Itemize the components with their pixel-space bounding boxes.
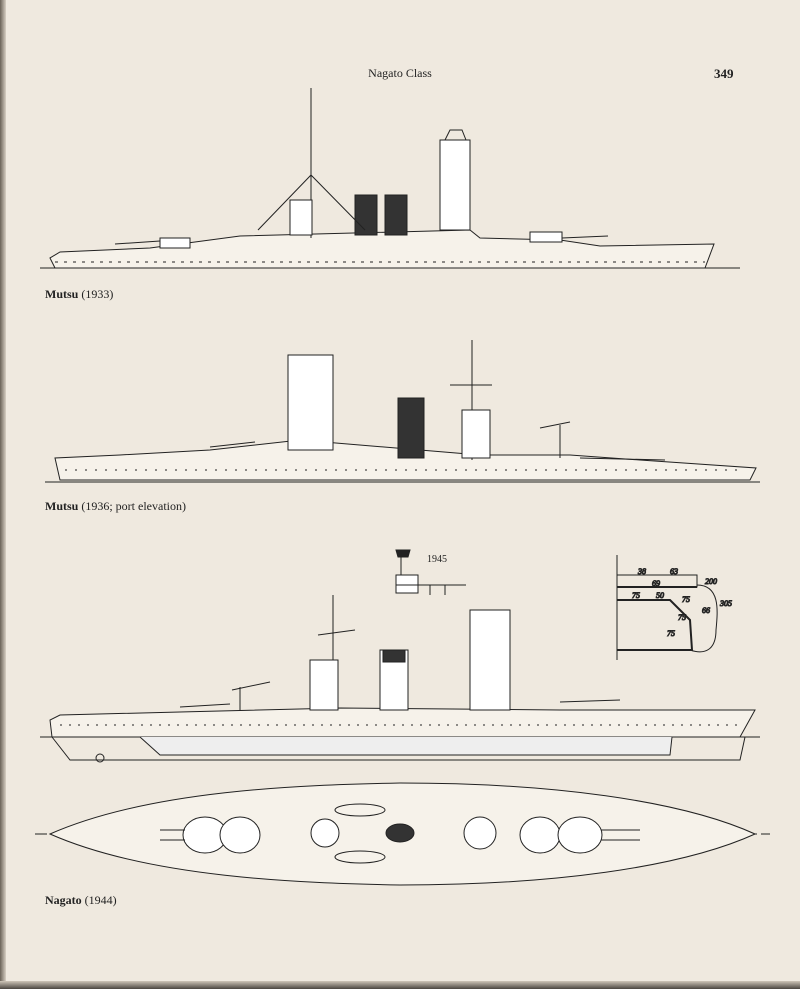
mutsu-1933-profile-drawing — [40, 88, 740, 269]
caption-nagato-1944: Nagato (1944) — [45, 893, 117, 907]
armor-label: 200 — [705, 577, 717, 586]
page-number: 349 — [714, 66, 734, 81]
armor-cross-section-diagram: 38 63 69 75 50 75 200 305 66 75 75 — [616, 555, 733, 660]
page-bottom-edge — [0, 981, 800, 989]
inset-year-label: 1945 — [427, 554, 447, 565]
bridge-1945-inset-drawing — [395, 549, 466, 595]
nagato-1944-plan-view-drawing — [35, 782, 770, 886]
armor-label: 50 — [656, 591, 664, 600]
armor-label: 75 — [678, 613, 686, 622]
caption-mutsu-1936: Mutsu (1936; port elevation) — [45, 499, 186, 513]
mutsu-1936-port-elevation-drawing — [45, 340, 760, 483]
armor-label: 63 — [670, 567, 678, 576]
running-header: Nagato Class — [368, 66, 432, 80]
caption-mutsu-1933: Mutsu (1933) — [45, 287, 114, 301]
nagato-1944-profile-drawing — [40, 595, 760, 763]
armor-label: 305 — [719, 599, 732, 608]
armor-label: 75 — [632, 591, 640, 600]
page-edge — [0, 0, 6, 989]
armor-label: 66 — [702, 606, 710, 615]
armor-label: 38 — [637, 567, 646, 576]
armor-label: 75 — [667, 629, 675, 638]
armor-label: 75 — [682, 595, 690, 604]
armor-label: 69 — [652, 579, 660, 588]
